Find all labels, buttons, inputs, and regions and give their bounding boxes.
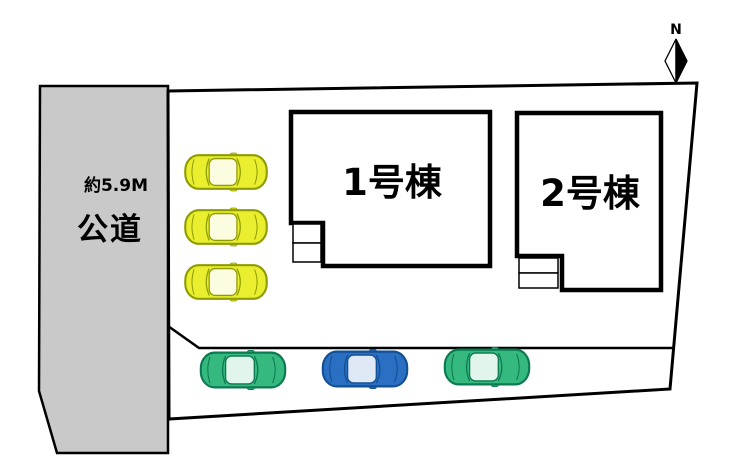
car-yellow-1 bbox=[184, 152, 268, 192]
road-name-label: 公道 bbox=[77, 212, 143, 248]
building-1-label: 1号棟 bbox=[342, 161, 443, 204]
building-1-outline bbox=[288, 109, 493, 269]
building-1-porch bbox=[292, 223, 322, 263]
building-2-outline bbox=[514, 110, 664, 293]
compass-needle-east-half bbox=[675, 38, 688, 84]
car-green-2 bbox=[443, 347, 531, 387]
driveway-boundary-line bbox=[167, 324, 673, 350]
car-blue bbox=[321, 349, 409, 389]
building-2-porch bbox=[518, 257, 559, 289]
car-yellow-3 bbox=[184, 262, 268, 302]
car-green-1 bbox=[199, 350, 287, 390]
compass: N bbox=[664, 22, 688, 84]
road-area bbox=[37, 84, 170, 455]
car-yellow-2 bbox=[184, 207, 268, 247]
road-width-label: 約5.9M bbox=[84, 175, 148, 196]
building-2-porch-cell-bottom bbox=[518, 272, 559, 289]
compass-north-label: N bbox=[670, 22, 682, 38]
building-1-porch-cell-top bbox=[292, 223, 322, 244]
building-2-label: 2号棟 bbox=[540, 172, 641, 215]
building-1-porch-cell-bottom bbox=[292, 242, 322, 263]
building-2-porch-cell-top bbox=[518, 257, 559, 274]
